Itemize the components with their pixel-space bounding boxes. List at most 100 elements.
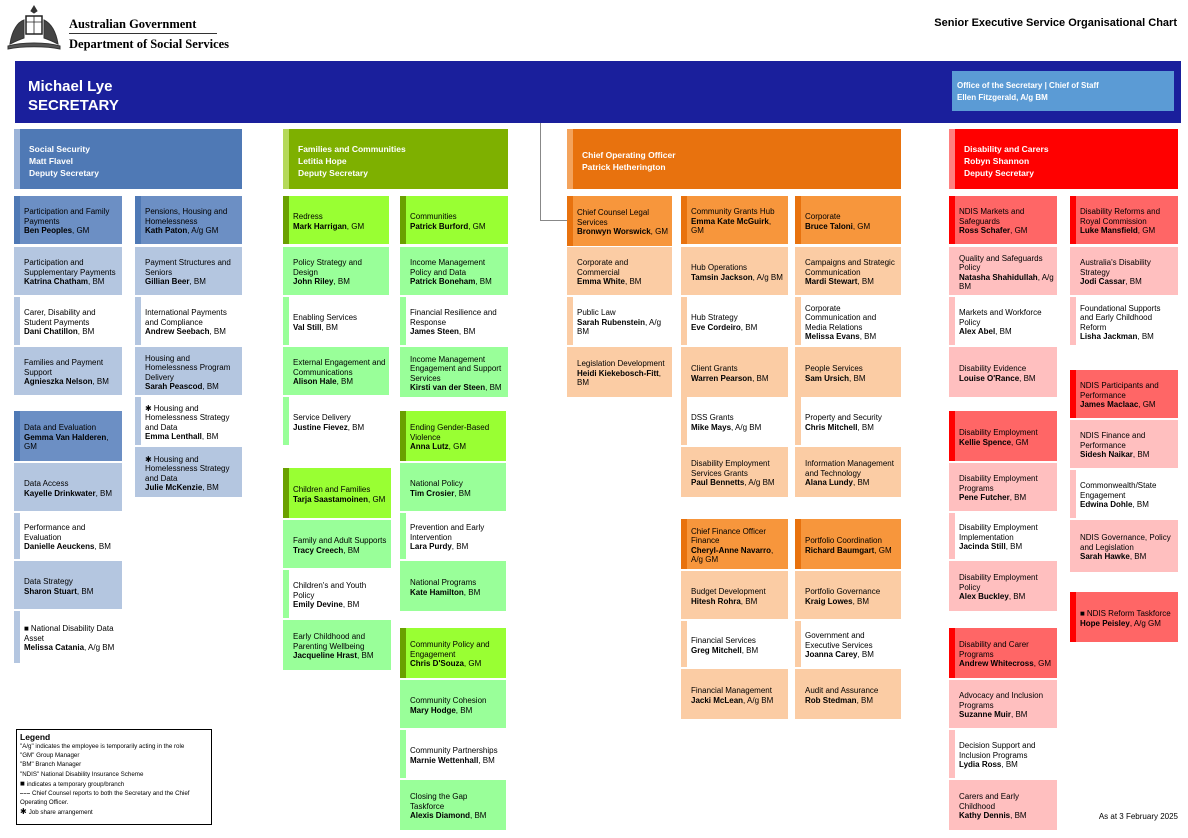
unit-title: Payment Structures and Seniors — [145, 258, 239, 277]
unit-title: Australia's Disability Strategy — [1080, 258, 1175, 277]
manager-name: Emily Devine — [293, 600, 343, 610]
dept-role: Deputy Secretary — [964, 167, 1034, 178]
manager-role: , BM — [342, 600, 360, 610]
unit-manager: Kath Paton, A/g GM — [145, 226, 239, 236]
dept-role: Deputy Secretary — [29, 167, 99, 178]
unit-manager: Sarah Rubenstein, A/g BM — [577, 318, 669, 337]
dashed-line-icon — [20, 792, 30, 794]
manager-name: Melissa Catania — [24, 643, 85, 653]
manager-name: Kirsti van der Steen — [410, 383, 486, 392]
unit-title-text: DSS Grants — [691, 413, 734, 422]
unit-title: Disability Employment — [959, 428, 1054, 438]
unit-manager: Kellie Spence, GM — [959, 438, 1054, 448]
unit-manager: Sam Ursich, BM — [805, 374, 898, 384]
unit-title: Service Delivery — [293, 413, 386, 423]
unit-manager: Chris D'Souza, GM — [410, 659, 503, 669]
unit-title-text: Family and Adult Supports — [293, 536, 387, 545]
manager-role: , BM — [463, 587, 481, 597]
unit-manager: Melissa Catania, A/g BM — [24, 643, 119, 653]
manager-role: , BM — [1005, 542, 1023, 552]
unit-title-text: Quality and Safeguards Policy — [959, 253, 1043, 273]
unit-title-text: Hub Strategy — [691, 313, 738, 322]
manager-role: , GM — [72, 226, 90, 236]
office-of-secretary-box: Office of the Secretary | Chief of Staff… — [952, 71, 1174, 111]
manager-role: , BM — [95, 488, 113, 498]
unit-title-text: Closing the Gap Taskforce — [410, 792, 468, 811]
manager-role: , BM — [455, 705, 473, 715]
unit-title: Financial Management — [691, 686, 785, 696]
unit-manager: Val Still, BM — [293, 323, 386, 333]
unit-manager: Joanna Carey, BM — [805, 650, 898, 660]
unit-manager: Sharon Stuart, BM — [24, 587, 119, 597]
unit-title: Disability Evidence — [959, 364, 1054, 374]
unit-manager: Chris Mitchell, BM — [805, 423, 898, 433]
unit-title: Budget Development — [691, 587, 785, 597]
dept-head: Letitia Hope — [298, 155, 347, 166]
unit-manager: Hitesh Rohra, BM — [691, 597, 785, 607]
unit-manager: Sarah Peascod, BM — [145, 382, 239, 392]
unit-title-text: Housing and Homelessness Strategy and Da… — [145, 454, 230, 483]
unit-title-text: Participation and Family Payments — [24, 207, 110, 226]
unit-manager: Tamsin Jackson, A/g BM — [691, 273, 785, 283]
manager-name: Cheryl-Anne Navarro — [691, 545, 772, 555]
manager-name: Patrick Boneham — [410, 277, 476, 287]
unit-title-text: NDIS Participants and Performance — [1080, 381, 1159, 400]
manager-role: , BM — [740, 596, 758, 606]
unit-title-text: Families and Payment Support — [24, 358, 104, 377]
dept-head: Robyn Shannon — [964, 155, 1030, 166]
manager-name: James Steen — [410, 327, 459, 337]
manager-name: Alexis Diamond — [410, 811, 471, 821]
unit-manager: Tarja Saastamoinen, GM — [293, 495, 388, 505]
unit-title: Portfolio Governance — [805, 587, 898, 597]
unit-title-text: NDIS Markets and Safeguards — [959, 207, 1025, 226]
unit-title: Portfolio Coordination — [805, 536, 898, 546]
unit-title-text: Data and Evaluation — [24, 423, 97, 433]
dept-social-security: Social Security Matt Flavel Deputy Secre… — [14, 129, 242, 189]
manager-role: , BM — [577, 368, 662, 388]
unit-title: Disability Employment Policy — [959, 573, 1054, 592]
unit-title-text: Portfolio Governance — [805, 587, 881, 596]
unit-title-text: Pensions, Housing and Homelessness — [145, 207, 228, 226]
manager-name: Sarah Hawke — [1080, 552, 1130, 562]
unit-title-text: Housing and Homelessness Strategy and Da… — [145, 403, 230, 432]
manager-role: , A/g GM — [1129, 618, 1161, 628]
unit-title: NDIS Finance and Performance — [1080, 431, 1175, 450]
unit-manager: Mark Harrigan, GM — [293, 222, 386, 232]
unit-title: Hub Strategy — [691, 313, 785, 323]
unit-manager: Richard Baumgart, GM — [805, 546, 898, 556]
manager-role: , GM — [463, 659, 482, 669]
manager-name: Gemma Van Halderen — [24, 432, 107, 442]
manager-name: Heidi Kiekebosch-Fitt — [577, 368, 659, 378]
unit-title-text: Performance and Evaluation — [24, 523, 86, 542]
unit-title-text: Australia's Disability Strategy — [1080, 258, 1151, 277]
unit-title: Corporate Communication and Media Relati… — [805, 304, 898, 333]
unit-title-text: People Services — [805, 364, 863, 373]
legend-temporary-text: indicates a temporary group/branch — [26, 780, 125, 788]
manager-role: , BM — [94, 542, 111, 552]
manager-role: , BM — [1129, 552, 1147, 562]
manager-role: , A/g BM — [731, 422, 762, 432]
unit-title-text: Prevention and Early Intervention — [410, 523, 485, 542]
unit-title-text: Legislation Development — [577, 359, 665, 369]
unit-title-text: Carers and Early Childhood — [959, 792, 1020, 811]
manager-role: , BM — [1125, 277, 1142, 287]
unit-manager: Sidesh Naikar, BM — [1080, 450, 1175, 460]
manager-role: , A/g BM — [577, 317, 662, 337]
